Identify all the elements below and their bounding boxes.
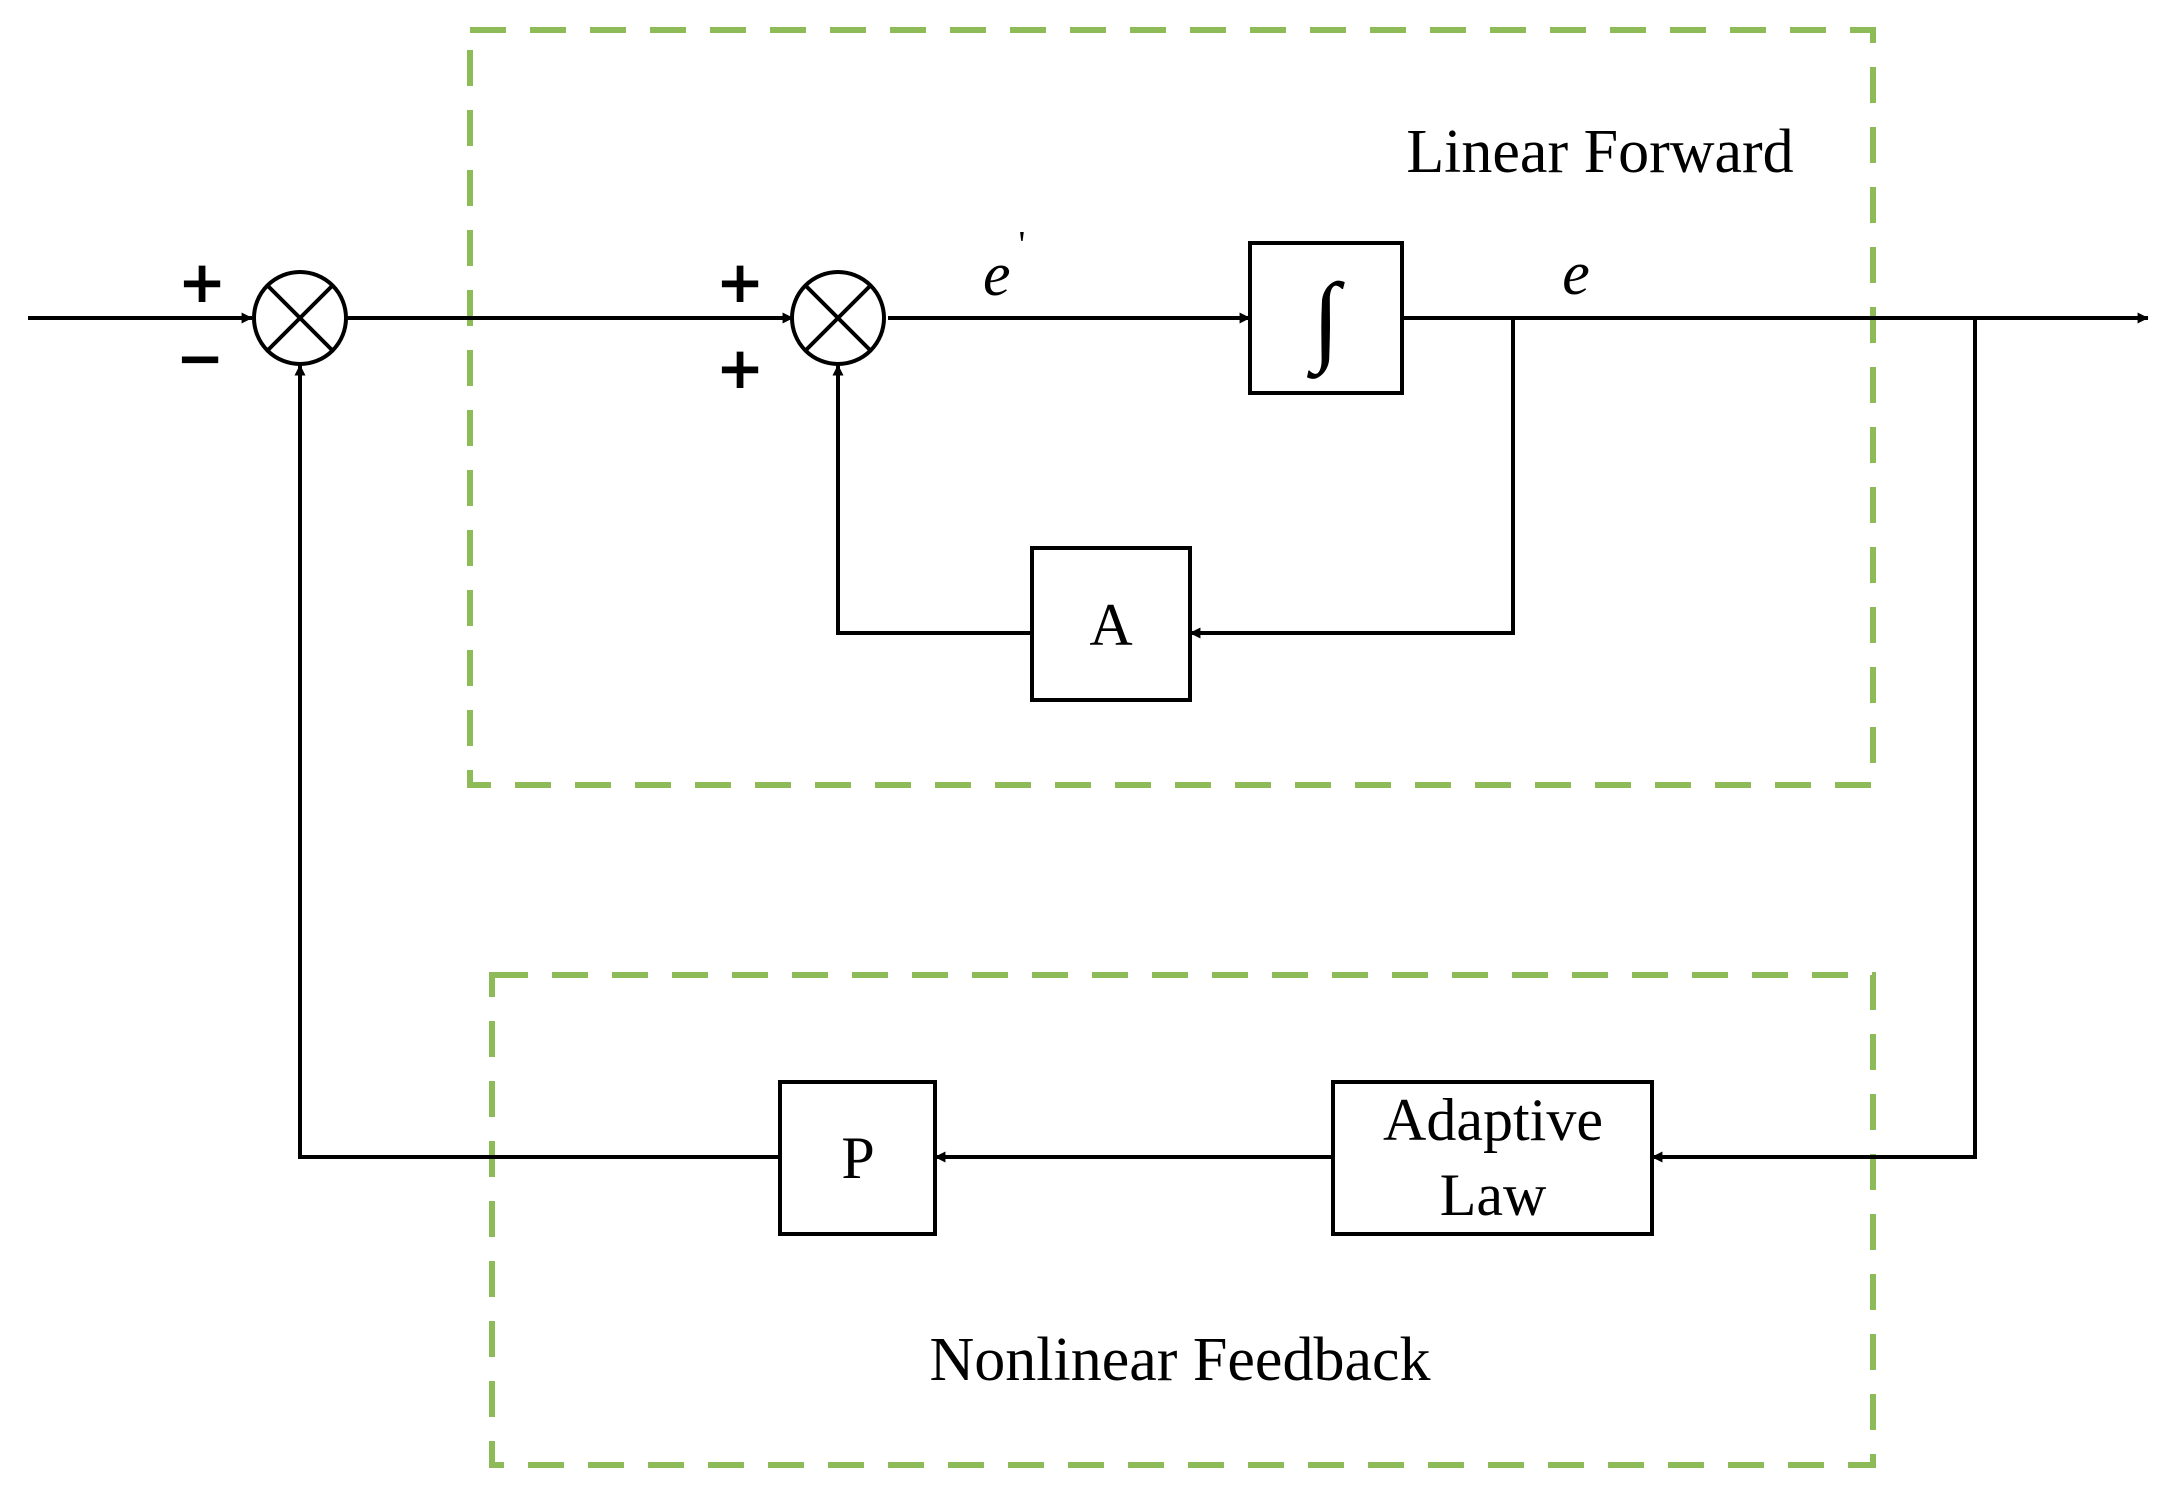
a-feedback-input-wire xyxy=(1189,318,1515,639)
linear-forward-label: Linear Forward xyxy=(1406,118,1793,186)
a-block-label: A xyxy=(1089,592,1132,658)
adaptive-law-label-line1: Adaptive xyxy=(1383,1087,1603,1153)
p-block xyxy=(778,1080,937,1236)
p-feedback-wire xyxy=(294,364,780,1159)
a-block xyxy=(1030,546,1192,702)
adaptive-law-block xyxy=(1331,1080,1654,1236)
prime-mark: ' xyxy=(1019,224,1026,266)
inner-junction-bottom-plus-sign: + xyxy=(716,334,765,402)
e-prime-label: e' xyxy=(983,224,1025,309)
adaptive-law-label-line2: Law xyxy=(1440,1162,1547,1228)
p-block-label: P xyxy=(841,1125,874,1191)
inner-junction-top-plus-sign: + xyxy=(716,248,765,316)
outer-junction-plus-sign: + xyxy=(178,248,227,316)
nonlinear-feedback-region xyxy=(489,972,1876,1468)
outer-junction-minus-sign: − xyxy=(176,324,225,392)
integrator-symbol: ∫ xyxy=(1306,263,1345,379)
integrator-block xyxy=(1248,241,1404,395)
e-label: e xyxy=(1562,240,1590,308)
inner-summing-junction xyxy=(790,270,886,366)
outer-summing-junction xyxy=(252,270,348,366)
a-feedback-output-wire xyxy=(832,364,1032,635)
nonlinear-feedback-label: Nonlinear Feedback xyxy=(930,1326,1431,1394)
adaptive-law-input-wire xyxy=(1651,318,1977,1163)
